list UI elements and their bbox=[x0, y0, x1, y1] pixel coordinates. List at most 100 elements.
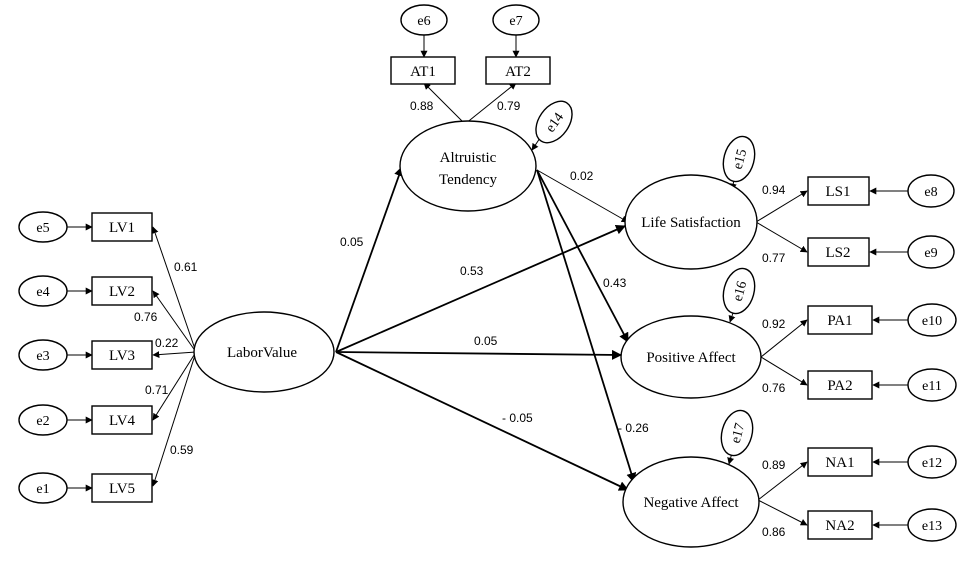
arrow-na-na1 bbox=[757, 461, 808, 501]
error-e3 bbox=[18, 339, 68, 371]
indicator-at1 bbox=[390, 56, 456, 85]
label-lv5: LV5 bbox=[109, 481, 135, 497]
arrow-alt-at1 bbox=[423, 82, 466, 125]
loading-na1: 0.89 bbox=[762, 458, 786, 472]
arrow-na-na2 bbox=[757, 499, 808, 526]
coef-altruistic-life: 0.02 bbox=[570, 169, 594, 183]
coef-altruistic-positive: 0.43 bbox=[603, 276, 627, 290]
loading-at2: 0.79 bbox=[497, 99, 521, 113]
label-e10: e10 bbox=[922, 314, 942, 329]
label-e5: e5 bbox=[36, 221, 49, 236]
error-e10 bbox=[907, 303, 957, 337]
label-life-satisfaction: Life Satisfaction bbox=[641, 215, 741, 231]
label-e9: e9 bbox=[924, 246, 937, 261]
error-e2 bbox=[18, 404, 68, 436]
arrow-labor-lv4 bbox=[152, 351, 197, 421]
label-lv4: LV4 bbox=[109, 413, 136, 429]
indicator-lv5 bbox=[91, 473, 153, 503]
latent-laborvalue bbox=[193, 311, 335, 393]
loading-lv3: 0.22 bbox=[155, 336, 179, 350]
error-e4 bbox=[18, 275, 68, 307]
latent-negative-affect bbox=[622, 456, 760, 548]
error-e13 bbox=[907, 508, 957, 542]
label-lv3: LV3 bbox=[109, 348, 135, 364]
label-pa1: PA1 bbox=[827, 313, 852, 329]
indicator-lv4 bbox=[91, 405, 153, 435]
label-e15: e15 bbox=[731, 148, 751, 171]
arrow-alt-at2 bbox=[464, 82, 517, 125]
arrow-pa-pa2 bbox=[760, 356, 808, 386]
path-labor-negative bbox=[335, 351, 629, 491]
arrow-labor-lv1 bbox=[151, 226, 197, 353]
coef-labor-positive: 0.05 bbox=[474, 334, 498, 348]
indicator-na2 bbox=[807, 510, 873, 540]
loading-pa1: 0.92 bbox=[762, 317, 786, 331]
loading-na2: 0.86 bbox=[762, 525, 786, 539]
label-at1: AT1 bbox=[410, 64, 436, 80]
indicator-lv3 bbox=[91, 340, 153, 370]
latent-life-satisfaction bbox=[624, 174, 758, 270]
error-e8 bbox=[907, 174, 955, 208]
loading-lv4: 0.71 bbox=[145, 383, 169, 397]
label-altruistic-line1: Altruistic bbox=[440, 150, 497, 166]
path-altruistic-positive bbox=[536, 169, 629, 343]
label-na1: NA1 bbox=[825, 455, 854, 471]
loading-lv2: 0.76 bbox=[134, 310, 158, 324]
arrow-labor-lv3 bbox=[152, 351, 197, 359]
label-lv1: LV1 bbox=[109, 220, 135, 236]
label-ls2: LS2 bbox=[825, 245, 850, 261]
label-lv2: LV2 bbox=[109, 284, 135, 300]
label-e2: e2 bbox=[36, 414, 49, 429]
error-e12 bbox=[907, 445, 957, 479]
label-e1: e1 bbox=[36, 482, 49, 497]
latent-positive-affect bbox=[620, 315, 762, 399]
error-e1 bbox=[18, 472, 68, 504]
label-at2: AT2 bbox=[505, 64, 531, 80]
coef-labor-life: 0.53 bbox=[460, 264, 484, 278]
label-e7: e7 bbox=[509, 14, 522, 29]
indicator-pa1 bbox=[807, 305, 873, 335]
indicator-ls2 bbox=[807, 237, 870, 267]
loading-at1: 0.88 bbox=[410, 99, 434, 113]
error-e17 bbox=[720, 409, 754, 457]
error-e14 bbox=[535, 100, 573, 144]
loading-ls1: 0.94 bbox=[762, 183, 786, 197]
indicator-lv1 bbox=[91, 212, 153, 242]
indicator-na1 bbox=[807, 447, 873, 477]
error-e15 bbox=[722, 135, 756, 183]
error-e5 bbox=[18, 211, 68, 243]
label-ls1: LS1 bbox=[825, 184, 850, 200]
label-altruistic-line2: Tendency bbox=[439, 172, 498, 188]
label-e17: e17 bbox=[729, 422, 749, 445]
arrow-e14-alt bbox=[531, 137, 541, 151]
indicator-at2 bbox=[485, 56, 551, 85]
indicator-ls1 bbox=[807, 176, 870, 206]
label-pa2: PA2 bbox=[827, 378, 852, 394]
path-labor-positive bbox=[335, 349, 622, 360]
error-e9 bbox=[907, 235, 955, 269]
error-e16 bbox=[722, 267, 756, 315]
label-e16: e16 bbox=[731, 280, 751, 303]
coef-labor-altruistic: 0.05 bbox=[340, 235, 364, 249]
arrow-labor-lv5 bbox=[151, 351, 197, 487]
error-e6 bbox=[400, 4, 448, 36]
label-laborvalue: LaborValue bbox=[227, 345, 297, 361]
loading-lv1: 0.61 bbox=[174, 260, 198, 274]
arrow-ls-ls2 bbox=[755, 221, 808, 253]
loading-ls2: 0.77 bbox=[762, 251, 786, 265]
coef-labor-negative: - 0.05 bbox=[502, 411, 533, 425]
label-e6: e6 bbox=[417, 14, 430, 29]
latent-altruistic-tendency bbox=[399, 120, 537, 212]
error-e11 bbox=[907, 368, 957, 402]
label-negative-affect: Negative Affect bbox=[643, 495, 739, 511]
coef-altruistic-negative: - 0.26 bbox=[618, 421, 649, 435]
path-altruistic-negative bbox=[536, 169, 637, 483]
indicator-lv2 bbox=[91, 276, 153, 306]
arrow-ls-ls1 bbox=[755, 190, 808, 223]
label-positive-affect: Positive Affect bbox=[646, 350, 736, 366]
loading-lv5: 0.59 bbox=[170, 443, 194, 457]
indicator-pa2 bbox=[807, 370, 873, 400]
label-na2: NA2 bbox=[825, 518, 854, 534]
label-e4: e4 bbox=[36, 285, 49, 300]
